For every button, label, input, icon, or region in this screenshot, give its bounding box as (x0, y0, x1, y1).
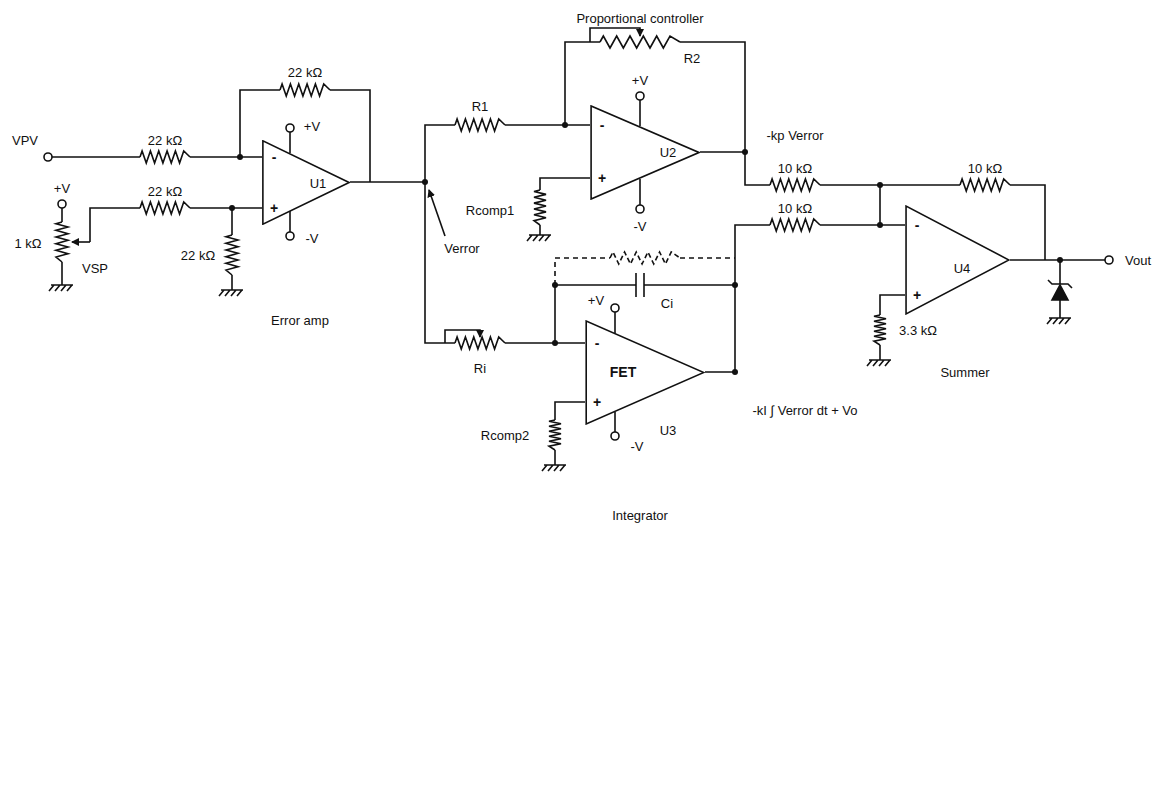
supply-label: +V (52, 181, 72, 196)
resistor-symbol (549, 420, 561, 450)
ground-symbol (527, 235, 551, 241)
part-name: U3 (658, 423, 679, 438)
op-amp-triangle: -+ (905, 205, 1010, 315)
part-name: Ci (659, 296, 675, 311)
part-name: U1 (308, 176, 329, 191)
part-name: U4 (952, 261, 973, 276)
resistor-symbol (56, 222, 68, 262)
part-name: Ri (472, 361, 488, 376)
section-title: Integrator (610, 508, 670, 523)
resistor-symbol (770, 219, 820, 231)
op-amp-triangle: -+ (262, 140, 350, 225)
op-amp-triangle: -+ (590, 105, 700, 200)
supply-label: -V (629, 439, 646, 454)
signal-name: -kp Verror (764, 128, 825, 143)
signal-name: Verror (442, 241, 481, 256)
supply-label: +V (586, 293, 606, 308)
input-sign: - (600, 117, 605, 133)
resistor-symbol (534, 190, 546, 225)
resistor-value: 10 kΩ (966, 161, 1004, 176)
supply-label: -V (632, 219, 649, 234)
part-name: Rcomp2 (479, 428, 531, 443)
resistor-symbol (140, 151, 190, 163)
resistor-value: 10 kΩ (776, 161, 814, 176)
resistor-symbol (455, 337, 505, 349)
supply-label: +V (630, 73, 650, 88)
op-amp-triangle: -FET + (585, 320, 705, 425)
section-title: Error amp (269, 313, 331, 328)
signal-name: VSP (80, 261, 110, 276)
ground-symbol (219, 290, 243, 296)
op-amp-type: FET (610, 364, 636, 380)
resistor-symbol (280, 84, 330, 96)
ground-symbol (542, 465, 566, 471)
input-sign: + (593, 394, 601, 410)
op-amp-outline (585, 320, 705, 425)
input-sign: + (270, 200, 278, 216)
resistor-symbol (610, 252, 680, 264)
resistor-value: 3.3 kΩ (897, 323, 939, 338)
section-title: Summer (938, 365, 991, 380)
input-sign: - (272, 149, 277, 165)
resistor-symbol (960, 179, 1010, 191)
op-amp-outline (590, 105, 700, 200)
supply-label: +V (302, 119, 322, 134)
input-sign: + (913, 287, 921, 303)
signal-name: Vout (1123, 253, 1153, 268)
section-title: Proportional controller (574, 11, 705, 26)
ground-symbol (49, 285, 73, 291)
supply-label: -V (304, 231, 321, 246)
part-name: R1 (470, 99, 491, 114)
part-name: Rcomp1 (464, 203, 516, 218)
signal-name: -kI ∫ Verror dt + Vo (750, 403, 859, 418)
signal-name: VPV (10, 133, 40, 148)
resistor-symbol (770, 179, 820, 191)
resistor-value: 10 kΩ (776, 201, 814, 216)
input-sign: - (595, 335, 600, 351)
resistor-value: 22 kΩ (146, 133, 184, 148)
resistor-value: 22 kΩ (179, 248, 217, 263)
resistor-symbol (874, 315, 886, 345)
resistor-symbol (140, 202, 190, 214)
resistor-symbol (455, 119, 505, 131)
resistor-value: 22 kΩ (286, 65, 324, 80)
part-name: U2 (658, 145, 679, 160)
part-name: R2 (682, 51, 703, 66)
resistor-value: 22 kΩ (146, 184, 184, 199)
resistor-symbol (226, 235, 238, 275)
resistor-symbol (600, 36, 680, 48)
ground-symbol (1047, 318, 1071, 324)
input-sign: - (915, 217, 920, 233)
input-sign: + (598, 170, 606, 186)
ground-symbol (867, 360, 891, 366)
resistor-value: 1 kΩ (12, 236, 43, 251)
